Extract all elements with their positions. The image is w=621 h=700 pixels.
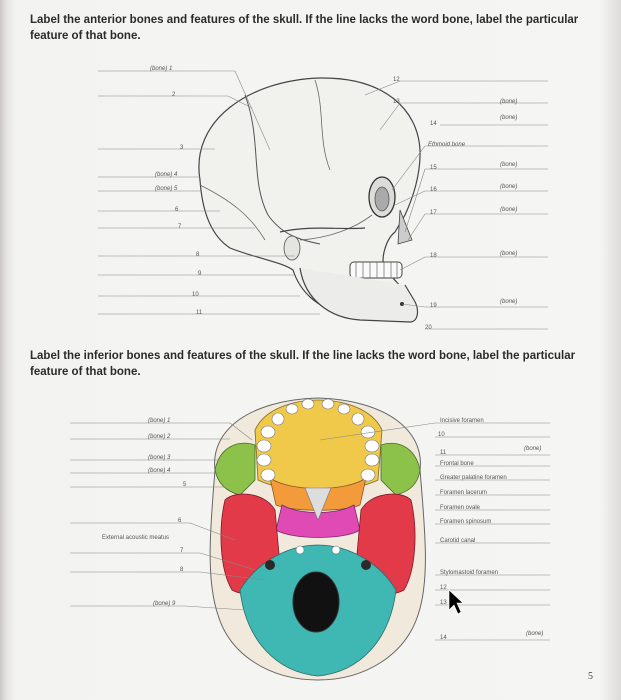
inferior-label-5: 5	[183, 482, 187, 488]
mouse-cursor-icon	[448, 589, 464, 615]
frontal-bone-label: Frontal bone	[440, 461, 474, 467]
anterior-skull-drawing	[198, 77, 421, 323]
inferior-label-9: (bone) 9	[153, 601, 176, 607]
inferior-label-3: (bone) 3	[148, 455, 171, 461]
anterior-label-14: 14	[430, 121, 437, 127]
anterior-label-9: 9	[198, 271, 202, 277]
ethmoid-bone-label: Ethmoid bone	[428, 142, 466, 148]
anterior-label-6: 6	[175, 207, 179, 213]
foramen-lacerum-label: Foramen lacerum	[440, 490, 488, 496]
inferior-label-7: 7	[180, 548, 184, 554]
anterior-label-13: 13	[393, 99, 400, 105]
anterior-label-2: 2	[172, 92, 176, 98]
anterior-label-17: 17	[430, 210, 437, 216]
anterior-label-11: 11	[196, 310, 203, 316]
anterior-label-7: 7	[178, 224, 182, 230]
inferior-bottom-bone-label: (bone)	[526, 631, 544, 637]
inferior-label-4: (bone) 4	[148, 468, 171, 474]
page-number: 5	[588, 671, 593, 682]
inferior-label-12: 12	[440, 585, 447, 591]
foramen-ovale-label: Foramen ovale	[440, 505, 481, 511]
anterior-label-15: 15	[430, 165, 437, 171]
anterior-leader-lines	[98, 70, 548, 330]
anterior-right-bone-5: (bone)	[500, 207, 518, 213]
carotid-canal-label: Carotid canal	[440, 538, 476, 544]
anterior-label-1: (bone) 1	[150, 66, 173, 72]
external-acoustic-meatus-label: External acoustic meatus	[102, 535, 170, 541]
greater-palatine-foramen-label: Greater palatine foramen	[440, 475, 507, 481]
anterior-instructions: Label the anterior bones and features of…	[30, 14, 579, 42]
inferior-label-11: 11	[440, 450, 447, 456]
inferior-label-8: 8	[180, 567, 184, 573]
inferior-skull-drawing	[209, 397, 426, 681]
anterior-label-12: 12	[393, 77, 400, 83]
inferior-instructions: Label the inferior bones and features of…	[30, 350, 576, 378]
anterior-label-4: (bone) 4	[155, 172, 178, 178]
anterior-right-bone-7: (bone)	[500, 299, 518, 305]
inferior-right-bone-label: (bone)	[524, 446, 542, 452]
inferior-label-10: 10	[438, 432, 445, 438]
anterior-right-bone-6: (bone)	[500, 251, 518, 257]
foramen-spinosum-label: Foramen spinosum	[440, 519, 492, 525]
anterior-label-5: (bone) 5	[155, 186, 178, 192]
anterior-label-20: 20	[425, 325, 432, 331]
anterior-label-10: 10	[192, 292, 199, 298]
anterior-label-8: 8	[196, 252, 200, 258]
anterior-label-19: 19	[430, 303, 437, 309]
anterior-right-bone-3: (bone)	[500, 162, 518, 168]
inferior-label-14: 14	[440, 635, 447, 641]
anterior-right-bone-4: (bone)	[500, 184, 518, 190]
inferior-label-6: 6	[178, 518, 182, 524]
anterior-right-bone-1: (bone)	[500, 99, 518, 105]
incisive-foramen-label: Incisive foramen	[440, 418, 484, 424]
anterior-label-16: 16	[430, 187, 437, 193]
anterior-label-18: 18	[430, 253, 437, 259]
inferior-label-2: (bone) 2	[148, 434, 171, 440]
anterior-label-3: 3	[180, 145, 184, 151]
stylomastoid-foramen-label: Stylomastoid foramen	[440, 570, 499, 576]
inferior-label-13: 13	[440, 600, 447, 606]
inferior-label-1: (bone) 1	[148, 418, 171, 424]
inferior-leader-lines	[70, 422, 550, 641]
anterior-right-bone-2: (bone)	[500, 115, 518, 121]
